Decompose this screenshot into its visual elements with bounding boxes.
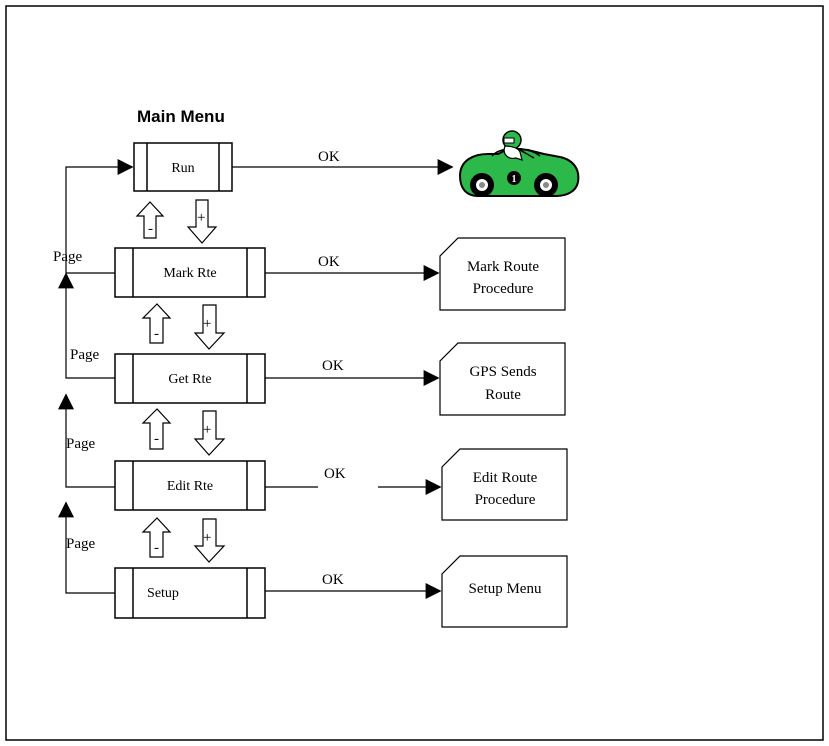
ok-connector-setup: OK	[265, 572, 440, 591]
plus-label: +	[197, 210, 205, 226]
destination-line1: Setup Menu	[469, 581, 542, 597]
menu-label: Mark Rte	[163, 266, 216, 281]
menu-label: Get Rte	[168, 372, 211, 387]
minus-label: -	[154, 540, 159, 556]
destination-line2: Route	[485, 387, 521, 403]
minus-label: -	[154, 431, 159, 447]
page-label: Page	[70, 347, 100, 363]
destination-line1: Mark Route	[467, 259, 539, 275]
ok-connector-mark-rte: OK	[265, 254, 438, 273]
page-label: Page	[66, 436, 96, 452]
minus-label: -	[154, 326, 159, 342]
page-connector-3: Page	[66, 395, 115, 487]
ok-label: OK	[318, 254, 340, 270]
race-car-icon: 1	[460, 131, 578, 197]
menu-label: Run	[171, 161, 194, 176]
plus-label: +	[203, 422, 211, 438]
destination-line1: GPS Sends	[469, 364, 536, 380]
page-connector-4: Page	[66, 503, 115, 593]
plus-label: +	[203, 530, 211, 546]
menu-box-get-rte: Get Rte	[115, 354, 265, 403]
ok-label: OK	[322, 572, 344, 588]
menu-box-setup: Setup	[115, 568, 265, 618]
page-connector-2: Page	[66, 274, 115, 378]
ok-label: OK	[322, 358, 344, 374]
plus-label: +	[203, 316, 211, 332]
destination-card-edit-route: Edit Route Procedure	[442, 449, 567, 520]
ok-connector-edit-rte: OK	[265, 466, 440, 487]
page-label: Page	[66, 536, 96, 552]
ok-connector-get-rte: OK	[265, 358, 438, 378]
ok-label: OK	[318, 149, 340, 165]
page-label: Page	[53, 249, 83, 265]
ok-label: OK	[324, 466, 346, 482]
nav-arrow-pair-4: - +	[143, 518, 224, 562]
destination-card-setup-menu: Setup Menu	[442, 556, 567, 627]
diagram-title: Main Menu	[137, 107, 225, 126]
destination-line2: Procedure	[475, 492, 536, 508]
destination-card-gps-sends: GPS Sends Route	[440, 343, 565, 415]
menu-box-edit-rte: Edit Rte	[115, 461, 265, 510]
menu-box-run: Run	[134, 143, 232, 191]
menu-label: Edit Rte	[167, 479, 213, 494]
menu-box-mark-rte: Mark Rte	[115, 248, 265, 297]
minus-label: -	[148, 221, 153, 237]
ok-connector-run: OK	[232, 149, 452, 167]
destination-card-mark-route: Mark Route Procedure	[440, 238, 565, 310]
destination-line1: Edit Route	[473, 470, 538, 486]
menu-label: Setup	[147, 586, 179, 601]
nav-arrow-pair-3: - +	[143, 409, 224, 455]
nav-arrow-pair-2: - +	[143, 304, 224, 349]
destination-line2: Procedure	[473, 281, 534, 297]
nav-arrow-pair-1: - +	[137, 200, 216, 243]
car-number: 1	[512, 174, 517, 185]
